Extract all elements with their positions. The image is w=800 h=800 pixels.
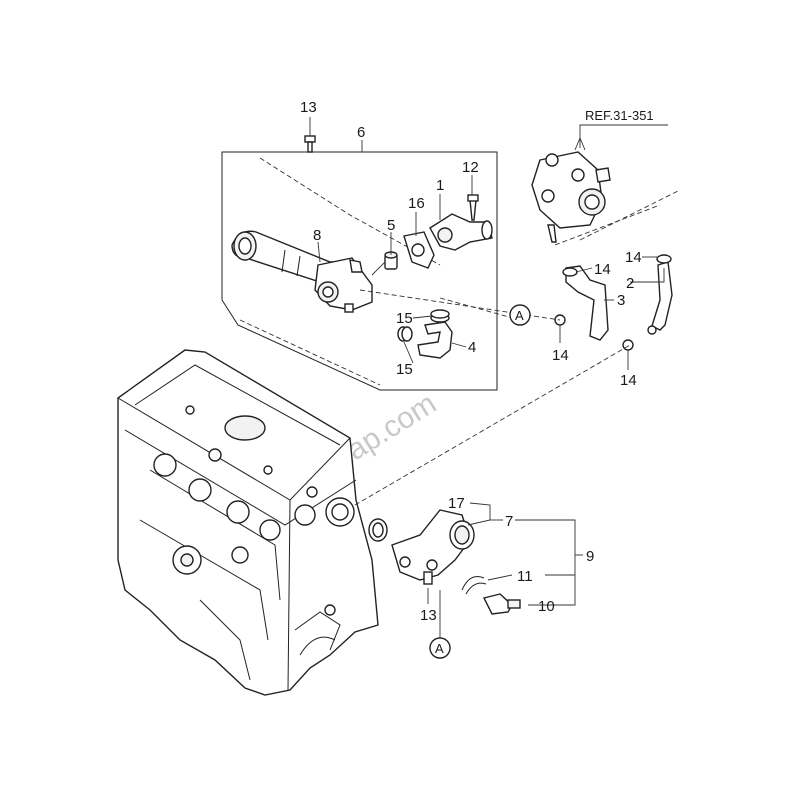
callout-5: 5: [387, 217, 395, 234]
water-fitting-part-1: [429, 213, 493, 251]
callout-11: 11: [517, 568, 533, 585]
clamp-part-14-a: [562, 267, 578, 277]
callout-6: 6: [357, 124, 365, 141]
callout-7: 7: [505, 513, 513, 530]
callout-1: 1: [436, 177, 444, 194]
plug-part-5: [371, 251, 398, 276]
bolt-part-13-bottom: [423, 571, 433, 585]
hose-part-3: [565, 265, 609, 341]
throttle-body-ref-part: [531, 151, 611, 243]
engine-block: [117, 349, 379, 696]
callout-13-top: 13: [300, 99, 317, 116]
callout-8: 8: [313, 227, 321, 244]
bolt-part-12: [467, 194, 479, 221]
gasket-part-16: [403, 231, 435, 269]
clamp-part-15-lower: [397, 326, 413, 342]
clamp-part-14-b: [656, 254, 672, 264]
sensor-part-10: [482, 593, 521, 615]
water-outlet-housing: [314, 257, 373, 313]
callout-4: 4: [468, 339, 476, 356]
leader-lines: [309, 117, 665, 606]
callout-3: 3: [617, 292, 625, 309]
assembly-6-frame: [221, 151, 498, 391]
callout-2: 2: [626, 275, 634, 292]
callout-16: 16: [408, 195, 425, 212]
callout-14-d: 14: [620, 372, 637, 389]
callout-15-b: 15: [396, 361, 413, 378]
connector-a-bottom: A: [429, 637, 451, 659]
clamp-part-14-d: [622, 339, 634, 351]
callout-10: 10: [538, 598, 555, 615]
callout-9: 9: [586, 548, 594, 565]
connector-a-top: A: [509, 304, 531, 326]
callout-14-c: 14: [552, 347, 569, 364]
callout-14-a: 14: [625, 249, 642, 266]
callout-17: 17: [448, 495, 465, 512]
svg-text:A: A: [435, 641, 444, 656]
hose-part-2: [651, 261, 673, 331]
water-outlet-part-7: [391, 509, 475, 581]
callout-12: 12: [462, 159, 479, 176]
clip-part-11: [461, 576, 487, 595]
svg-text:A: A: [515, 308, 524, 323]
hose-part-4: [417, 321, 453, 359]
oring-part: [368, 518, 388, 542]
callout-15-a: 15: [396, 310, 413, 327]
callout-13-bottom: 13: [420, 607, 437, 624]
clamp-part-15-upper: [430, 309, 450, 323]
bolt-part-13-top: [304, 135, 316, 153]
callout-14-b: 14: [594, 261, 611, 278]
reference-label: REF.31-351: [585, 108, 654, 123]
